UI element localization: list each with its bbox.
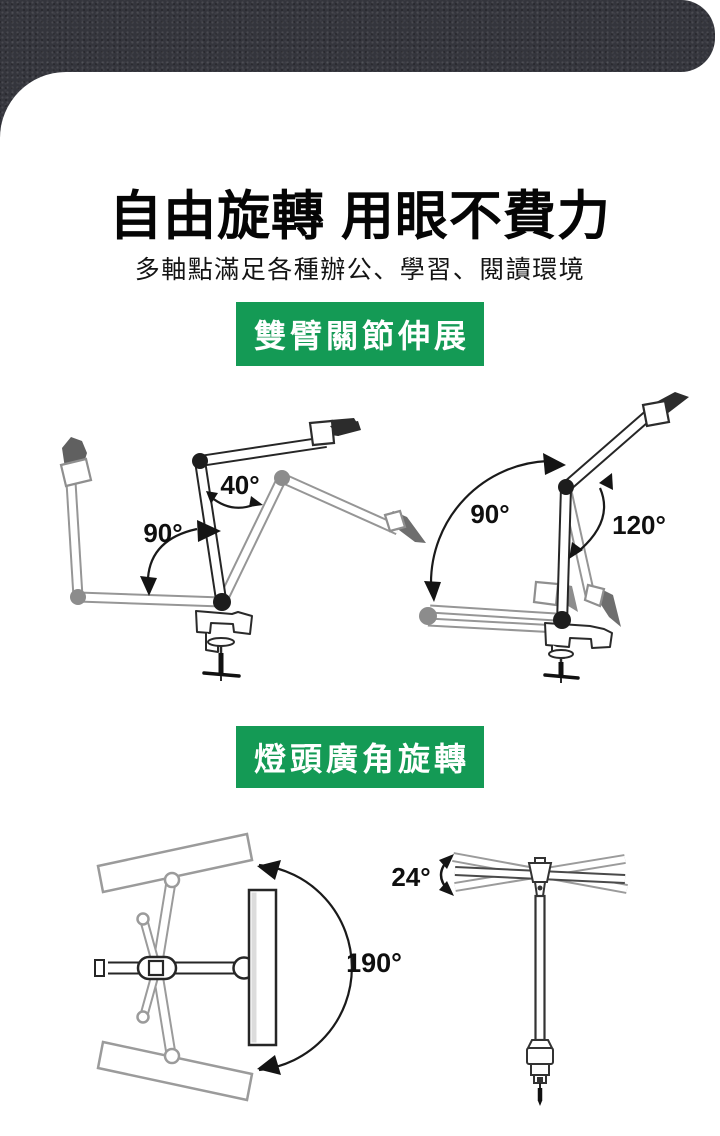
page-subtitle: 多軸點滿足各種辦公、學習、閱讀環境 <box>134 256 586 284</box>
right-lamp-head <box>641 392 689 428</box>
top-view-ghost-head-up <box>96 832 254 894</box>
section-badge-head-rotation: 燈頭廣角旋轉 <box>236 726 484 788</box>
tilt-angle-arc <box>439 854 454 896</box>
top-view-lamp-head <box>247 888 278 1047</box>
right-lamp-arms <box>556 407 656 625</box>
angle-label-right-upper: 120° <box>612 510 666 540</box>
angle-label-right-lower: 90° <box>470 499 509 529</box>
angle-annotations <box>140 453 613 602</box>
angle-label-head-pan: 190° <box>346 948 402 978</box>
page-title: 自由旋轉 用眼不費力 <box>109 186 611 246</box>
right-folded-ghost-lamp-head <box>583 583 621 627</box>
head-rotation-diagram: 190° <box>94 832 628 1106</box>
dual-arm-extension-diagram: 40° 90° 90° 120° <box>59 392 689 683</box>
right-upper-joint <box>558 479 574 495</box>
angle-label-left-upper: 40° <box>220 470 259 500</box>
left-lamp-head <box>308 418 361 447</box>
left-swung-ghost-joint <box>274 470 290 486</box>
right-desk-clamp <box>543 622 613 683</box>
left-ghost-joint <box>70 589 86 605</box>
left-desk-clamp <box>195 610 253 681</box>
right-lower-joint <box>553 611 571 629</box>
top-view-ghost-head-down <box>96 1040 254 1102</box>
left-lower-joint <box>213 593 231 611</box>
left-swung-ghost-lamp-head <box>383 509 426 543</box>
front-view-pole-and-base <box>526 857 554 1106</box>
right-ghost-joint <box>419 607 437 625</box>
top-view-arm <box>94 955 256 981</box>
right-flat-ghost-lamp-head <box>532 580 578 612</box>
left-lamp-ghost-arms <box>65 472 401 608</box>
left-upper-joint <box>192 453 208 469</box>
angle-label-head-tilt: 24° <box>391 862 430 892</box>
pan-angle-arc <box>257 860 353 1075</box>
section-badge-dual-arm: 雙臂關節伸展 <box>236 302 484 366</box>
header-texture-band <box>0 0 715 72</box>
angle-label-left-lower: 90° <box>143 518 182 548</box>
left-ghost-lamp-head <box>59 437 93 488</box>
